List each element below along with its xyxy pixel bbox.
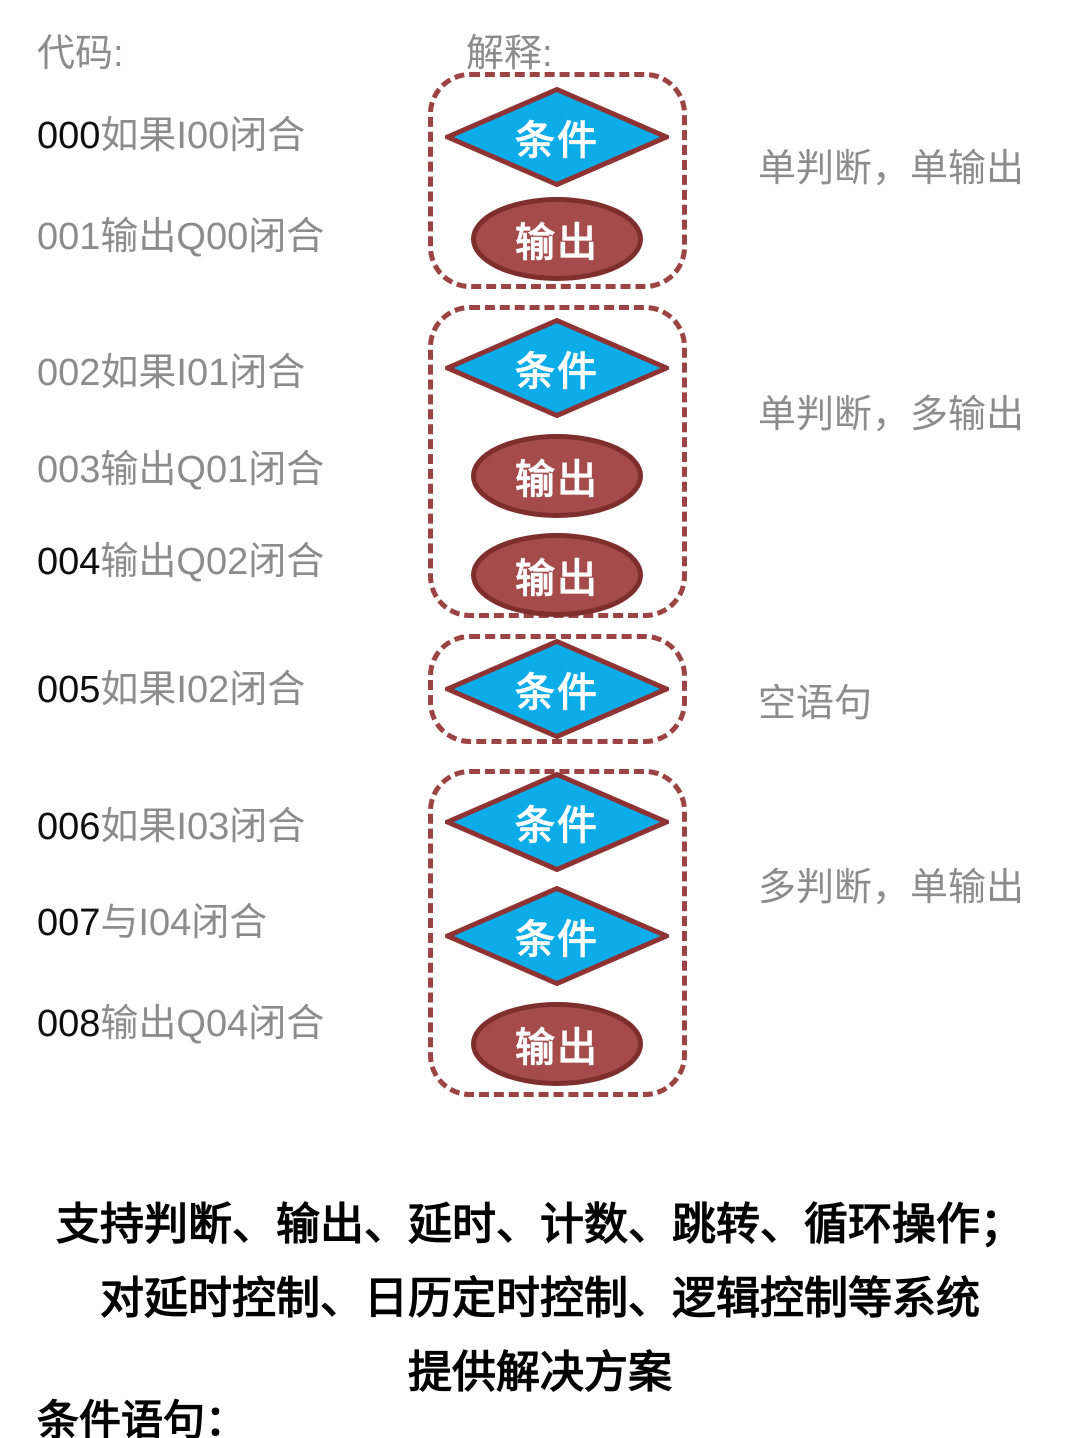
code-line-number: 000	[37, 115, 101, 157]
code-line-text: 输出Q02闭合	[100, 541, 325, 583]
code-line-002: 002如果I01闭合	[37, 350, 305, 396]
condition-label: 条件	[515, 350, 599, 394]
ellipse-shape-icon	[471, 533, 643, 617]
condition-diamond: 条件	[445, 886, 669, 986]
output-label: 输出	[515, 458, 599, 502]
condition-diamond: 条件	[445, 639, 669, 739]
code-line-000: 000如果I00闭合	[37, 113, 305, 159]
condition-label: 条件	[515, 119, 599, 163]
diamond-shape-icon	[445, 886, 669, 986]
output-label: 输出	[515, 221, 599, 265]
code-line-text: 输出Q04闭合	[100, 1003, 325, 1045]
condition-diamond: 条件	[445, 772, 669, 872]
code-line-number: 006	[37, 806, 101, 848]
diamond-shape-icon	[445, 772, 669, 872]
code-line-text: 如果I03闭合	[100, 806, 306, 848]
code-line-text: 如果I01闭合	[100, 352, 306, 394]
code-line-number: 007	[37, 902, 101, 944]
diamond-shape-icon	[445, 318, 669, 418]
annotation-single-judge-multi-output: 单判断，多输出	[758, 394, 1025, 436]
code-line-006: 006如果I03闭合	[37, 804, 305, 850]
output-ellipse: 输出	[471, 197, 643, 281]
diamond-shape-icon	[445, 87, 669, 187]
flow-group-single-judge-multi-output: 条件 输出 输出	[428, 305, 687, 618]
ellipse-shape-icon	[471, 1002, 643, 1086]
code-line-text: 如果I02闭合	[100, 669, 306, 711]
annotation-empty-statement: 空语句	[758, 683, 873, 725]
code-line-003: 003输出Q01闭合	[37, 447, 324, 493]
code-line-number: 004	[37, 541, 101, 583]
code-line-text: 如果I00闭合	[100, 115, 306, 157]
explain-column-header: 解释:	[466, 33, 553, 75]
code-line-number: 008	[37, 1003, 101, 1045]
condition-statement-heading: 条件语句：	[37, 1397, 248, 1438]
flow-group-empty-statement: 条件	[428, 634, 687, 744]
flow-group-single-judge-single-output: 条件 输出	[428, 72, 687, 289]
output-ellipse: 输出	[471, 533, 643, 617]
code-line-number: 003	[37, 449, 101, 491]
output-ellipse: 输出	[471, 434, 643, 518]
condition-diamond: 条件	[445, 318, 669, 418]
code-line-number: 005	[37, 669, 101, 711]
condition-label: 条件	[515, 804, 599, 848]
diamond-shape-icon	[445, 639, 669, 739]
code-line-007: 007与I04闭合	[37, 900, 267, 946]
summary-line-3: 提供解决方案	[408, 1348, 672, 1397]
annotation-multi-judge-single-output: 多判断，单输出	[758, 867, 1025, 909]
condition-diamond: 条件	[445, 87, 669, 187]
summary-line-2: 对延时控制、日历定时控制、逻辑控制等系统	[100, 1274, 980, 1323]
code-line-text: 输出Q01闭合	[100, 449, 325, 491]
output-label: 输出	[515, 1026, 599, 1070]
summary-line-1: 支持判断、输出、延时、计数、跳转、循环操作；	[56, 1200, 1024, 1249]
condition-label: 条件	[515, 918, 599, 962]
flow-group-multi-judge-single-output: 条件 条件 输出	[428, 769, 687, 1097]
output-label: 输出	[515, 557, 599, 601]
code-line-number: 002	[37, 352, 101, 394]
code-line-number: 001	[37, 216, 101, 258]
condition-label: 条件	[515, 671, 599, 715]
code-column-header: 代码:	[37, 33, 124, 75]
code-line-004: 004输出Q02闭合	[37, 539, 324, 585]
ellipse-shape-icon	[471, 434, 643, 518]
code-line-text: 与I04闭合	[100, 902, 268, 944]
code-line-text: 输出Q00闭合	[100, 216, 325, 258]
output-ellipse: 输出	[471, 1002, 643, 1086]
annotation-single-judge-single-output: 单判断，单输出	[758, 148, 1025, 190]
ellipse-shape-icon	[471, 197, 643, 281]
code-line-008: 008输出Q04闭合	[37, 1001, 324, 1047]
code-line-001: 001输出Q00闭合	[37, 214, 324, 260]
code-line-005: 005如果I02闭合	[37, 667, 305, 713]
